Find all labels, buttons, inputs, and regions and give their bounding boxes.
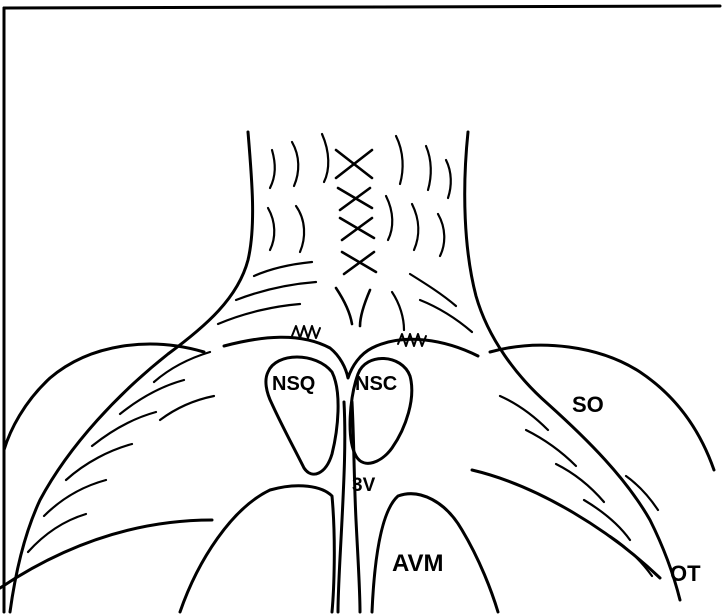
- nsc-label: NSC: [355, 374, 397, 394]
- third-ventricle-left-wall: [338, 402, 345, 612]
- fiber-26: [526, 430, 576, 466]
- fiber-18: [154, 352, 210, 382]
- fiber-6: [446, 160, 451, 198]
- tuft-marks: [292, 326, 426, 346]
- fiber-17: [392, 292, 404, 330]
- fiber-21: [66, 444, 132, 480]
- tuft-left: [292, 326, 320, 338]
- fiber-8: [296, 206, 304, 252]
- so-outline-left: [4, 344, 204, 450]
- fiber-2: [292, 142, 298, 186]
- ot-label: OT: [670, 563, 701, 585]
- so-label: SO: [572, 394, 604, 416]
- fiber-3: [322, 134, 328, 182]
- third-ventricle-label: 3V: [352, 476, 375, 495]
- fiber-9: [412, 204, 418, 250]
- fiber-13: [236, 282, 316, 300]
- lateral-curve-left: [0, 520, 212, 588]
- avm-label: AVM: [392, 552, 444, 576]
- third-ventricle-right-wall: [352, 402, 360, 612]
- frame-top: [4, 6, 720, 8]
- nsq-label: NSQ: [272, 374, 315, 394]
- chiasm-arch: [224, 337, 478, 378]
- fiber-11: [386, 196, 392, 240]
- avm-left-dome: [180, 486, 334, 612]
- fiber-7: [268, 208, 274, 250]
- fiber-15: [410, 274, 456, 306]
- fiber-5: [426, 146, 431, 190]
- fiber-24: [160, 396, 214, 420]
- cross-5a: [336, 288, 352, 324]
- lateral-curve-right: [472, 470, 660, 578]
- cross-5b: [360, 290, 370, 326]
- fiber-22: [44, 480, 106, 516]
- fiber-16: [420, 300, 472, 332]
- fiber-14: [218, 304, 300, 324]
- fiber-27: [556, 464, 604, 502]
- fiber-12: [254, 262, 312, 276]
- stalk-right-edge: [465, 132, 680, 600]
- crossing-fibers: [336, 150, 376, 326]
- fiber-4: [396, 136, 403, 184]
- fiber-10: [438, 214, 444, 256]
- fiber-1: [270, 150, 275, 188]
- fiber-25: [500, 396, 548, 430]
